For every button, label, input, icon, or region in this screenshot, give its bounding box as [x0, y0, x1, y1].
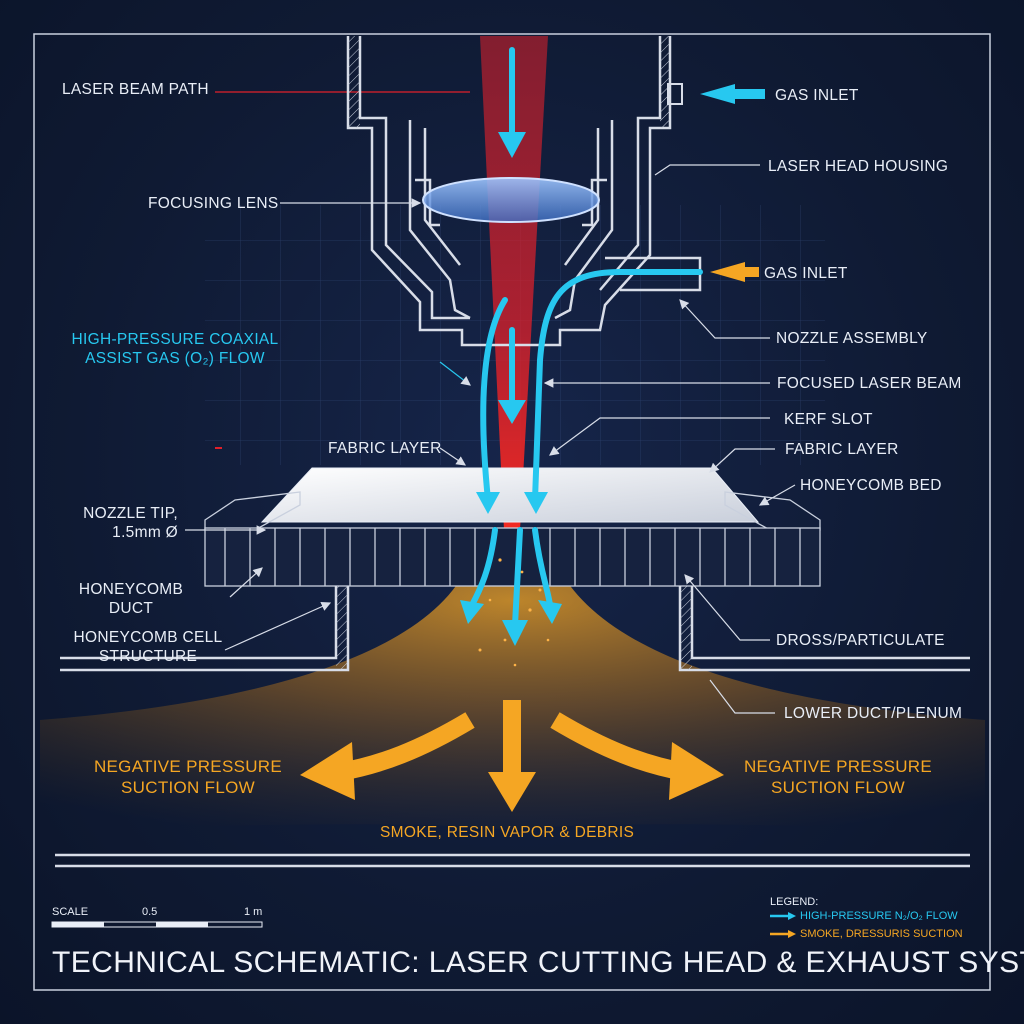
- label-nozzle-tip: NOZZLE TIP, 1.5mm Ø: [70, 504, 178, 542]
- label-honeycomb-cell-line1: HONEYCOMB CELL: [73, 629, 223, 646]
- assist-gas-arrowheads: [460, 84, 765, 646]
- frame-border: [33, 33, 991, 991]
- label-suction-left-line2: SUCTION FLOW: [121, 778, 255, 797]
- label-honeycomb-cell: HONEYCOMB CELL STRUCTURE: [62, 628, 234, 666]
- focusing-lens: [422, 177, 600, 223]
- label-dross-particulate: DROSS/PARTICULATE: [776, 632, 945, 649]
- label-smoke: SMOKE, RESIN VAPOR & DEBRIS: [380, 824, 635, 841]
- leader-lines: [185, 164, 796, 714]
- label-honeycomb-duct-line1: HONEYCOMB: [78, 581, 184, 598]
- label-assist-gas: HIGH-PRESSURE COAXIAL ASSIST GAS (O₂) FL…: [66, 330, 284, 368]
- assist-gas-flow: [469, 47, 703, 628]
- label-laser-beam-path: LASER BEAM PATH: [62, 81, 209, 98]
- legend-swatches: [770, 912, 796, 938]
- label-suction-right-line2: SUCTION FLOW: [771, 778, 905, 797]
- fabric-sheet: [260, 467, 760, 523]
- legend-item-smoke: SMOKE, DRESSURIS SUCTION: [800, 928, 963, 940]
- scale-mid: 0.5: [142, 906, 158, 918]
- laser-beam: [480, 36, 548, 530]
- label-suction-right: NEGATIVE PRESSURE SUCTION FLOW: [740, 756, 936, 798]
- label-nozzle-tip-line2: 1.5mm Ø: [112, 524, 178, 541]
- label-fabric-layer-right: FABRIC LAYER: [785, 441, 899, 458]
- label-focused-laser-beam: FOCUSED LASER BEAM: [777, 375, 962, 392]
- label-assist-gas-line1: HIGH-PRESSURE COAXIAL: [71, 331, 279, 348]
- label-lower-duct: LOWER DUCT/PLENUM: [784, 705, 963, 722]
- scale-label: SCALE: [52, 906, 89, 918]
- legend-item-gas: HIGH-PRESSURE N₂/O₂ FLOW: [800, 910, 958, 922]
- sparks: [478, 558, 550, 667]
- smoke-plume: [40, 560, 985, 830]
- legend-title: LEGEND:: [770, 896, 819, 908]
- label-suction-left: NEGATIVE PRESSURE SUCTION FLOW: [90, 756, 286, 798]
- duct-hatch-left: [336, 586, 348, 670]
- suction-arrowheads: [300, 262, 759, 812]
- top-gas-port: [667, 83, 683, 105]
- label-honeycomb-duct-line2: DUCT: [108, 600, 154, 617]
- label-suction-left-line1: NEGATIVE PRESSURE: [93, 757, 283, 776]
- label-kerf-slot: KERF SLOT: [784, 411, 873, 428]
- honeycomb-bed: [204, 491, 821, 587]
- page-title: TECHNICAL SCHEMATIC: LASER CUTTING HEAD …: [52, 946, 1024, 979]
- duct-hatch-right: [680, 586, 692, 670]
- scale-end: 1 m: [244, 906, 263, 918]
- label-assist-gas-line2: ASSIST GAS (O₂) FLOW: [85, 350, 265, 367]
- label-honeycomb-bed: HONEYCOMB BED: [800, 477, 942, 494]
- label-nozzle-assembly: NOZZLE ASSEMBLY: [776, 330, 928, 347]
- label-honeycomb-cell-line2: STRUCTURE: [98, 648, 198, 665]
- label-gas-inlet-top: GAS INLET: [775, 87, 859, 104]
- label-laser-head-housing: LASER HEAD HOUSING: [768, 158, 949, 175]
- label-gas-inlet-side: GAS INLET: [764, 265, 848, 282]
- label-nozzle-tip-line1: NOZZLE TIP,: [83, 505, 178, 522]
- label-suction-right-line1: NEGATIVE PRESSURE: [743, 757, 933, 776]
- scale-bar: [51, 921, 263, 928]
- label-fabric-layer-left: FABRIC LAYER: [328, 440, 442, 457]
- label-honeycomb-duct: HONEYCOMB DUCT: [66, 580, 196, 618]
- label-focusing-lens: FOCUSING LENS: [148, 195, 279, 212]
